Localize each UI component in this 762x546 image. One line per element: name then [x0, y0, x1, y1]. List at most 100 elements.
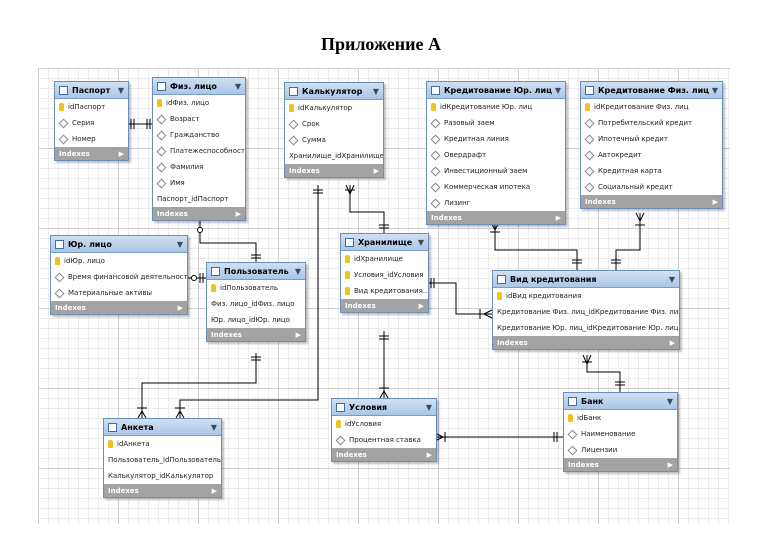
table-header[interactable]: Условия▼: [332, 399, 436, 416]
field-row[interactable]: Ипотечный кредит: [581, 131, 722, 147]
expand-arrow-icon[interactable]: ▶: [418, 301, 424, 310]
table-header[interactable]: Калькулятор▼: [285, 83, 383, 100]
field-row[interactable]: Фамилия: [153, 159, 245, 175]
field-row[interactable]: Наименование: [564, 426, 677, 442]
dropdown-arrow-icon[interactable]: ▼: [711, 85, 718, 95]
dropdown-arrow-icon[interactable]: ▼: [417, 237, 424, 247]
expand-arrow-icon[interactable]: ▶: [295, 330, 301, 339]
expand-arrow-icon[interactable]: ▶: [555, 213, 561, 222]
table-header[interactable]: Пользователь▼: [207, 263, 305, 280]
indexes-bar[interactable]: Indexes▶: [427, 211, 565, 224]
field-row[interactable]: Лицензии: [564, 442, 677, 458]
field-row[interactable]: Инвестиционный заем: [427, 163, 565, 179]
table-header[interactable]: Банк▼: [564, 393, 677, 410]
field-row[interactable]: Паспорт_idПаспорт: [157, 195, 229, 203]
table-credit-phys[interactable]: Кредитование Физ. лиц▼ idКредитование Фи…: [580, 81, 723, 209]
field-row[interactable]: idПаспорт: [55, 99, 128, 115]
field-row[interactable]: Потребительский кредит: [581, 115, 722, 131]
table-header[interactable]: Паспорт▼: [55, 82, 128, 99]
indexes-bar[interactable]: Indexes▶: [341, 299, 428, 312]
expand-arrow-icon[interactable]: ▶: [426, 450, 432, 459]
table-header[interactable]: Хранилище▼: [341, 234, 428, 251]
field-row[interactable]: Возраст: [153, 111, 245, 127]
field-row[interactable]: Вид кредитования...: [341, 283, 428, 299]
field-row[interactable]: idБанк: [564, 410, 677, 426]
field-row[interactable]: idКалькулятор: [285, 100, 383, 116]
field-row[interactable]: Номер: [55, 131, 128, 147]
indexes-bar[interactable]: Indexes▶: [153, 207, 245, 220]
field-row[interactable]: idКредитование Юр. лиц: [427, 99, 565, 115]
dropdown-arrow-icon[interactable]: ▼: [666, 396, 673, 406]
field-row[interactable]: Материальные активы: [51, 285, 187, 301]
dropdown-arrow-icon[interactable]: ▼: [234, 81, 241, 91]
field-row[interactable]: Юр. лицо_idЮр. лицо: [211, 316, 290, 324]
table-header[interactable]: Вид кредитования▼: [493, 271, 679, 288]
expand-arrow-icon[interactable]: ▶: [712, 197, 718, 206]
table-passport[interactable]: Паспорт▼ idПаспорт Серия Номер Indexes▶: [54, 81, 129, 161]
field-row[interactable]: Хранилище_idХранилище: [289, 152, 383, 160]
field-row[interactable]: Кредитование Физ. лиц_idКредитование Физ…: [497, 308, 679, 316]
indexes-bar[interactable]: Indexes▶: [332, 448, 436, 461]
field-row[interactable]: Кредитование Юр. лиц_idКредитование Юр. …: [497, 324, 679, 332]
field-row[interactable]: Овердрафт: [427, 147, 565, 163]
field-row[interactable]: Условия_idУсловия: [341, 267, 428, 283]
table-bank[interactable]: Банк▼ idБанк Наименование Лицензии Index…: [563, 392, 678, 472]
table-credit-jur[interactable]: Кредитование Юр. лиц▼ idКредитование Юр.…: [426, 81, 566, 225]
field-row[interactable]: Срок: [285, 116, 383, 132]
expand-arrow-icon[interactable]: ▶: [235, 209, 241, 218]
field-row[interactable]: Социальный кредит: [581, 179, 722, 195]
field-row[interactable]: idВид кредитования: [493, 288, 679, 304]
table-header[interactable]: Физ. лицо▼: [153, 78, 245, 95]
indexes-bar[interactable]: Indexes▶: [564, 458, 677, 471]
field-row[interactable]: Процентная ставка: [332, 432, 436, 448]
dropdown-arrow-icon[interactable]: ▼: [210, 422, 217, 432]
table-jur[interactable]: Юр. лицо▼ idЮр. лицо Время финансовой де…: [50, 235, 188, 315]
field-row[interactable]: idПользователь: [207, 280, 305, 296]
indexes-bar[interactable]: Indexes▶: [104, 484, 221, 497]
dropdown-arrow-icon[interactable]: ▼: [117, 85, 124, 95]
table-storage[interactable]: Хранилище▼ idХранилище Условия_idУсловия…: [340, 233, 429, 313]
dropdown-arrow-icon[interactable]: ▼: [554, 85, 561, 95]
field-row[interactable]: idХранилище: [341, 251, 428, 267]
field-row[interactable]: idАнкета: [104, 436, 221, 452]
table-header[interactable]: Кредитование Юр. лиц▼: [427, 82, 565, 99]
table-user[interactable]: Пользователь▼ idПользователь Физ. лицо_i…: [206, 262, 306, 342]
table-header[interactable]: Кредитование Физ. лиц▼: [581, 82, 722, 99]
indexes-bar[interactable]: Indexes▶: [581, 195, 722, 208]
expand-arrow-icon[interactable]: ▶: [211, 486, 217, 495]
indexes-bar[interactable]: Indexes▶: [55, 147, 128, 160]
indexes-bar[interactable]: Indexes▶: [51, 301, 187, 314]
field-row[interactable]: Автокредит: [581, 147, 722, 163]
dropdown-arrow-icon[interactable]: ▼: [372, 86, 379, 96]
table-conditions[interactable]: Условия▼ idУсловия Процентная ставка Ind…: [331, 398, 437, 462]
expand-arrow-icon[interactable]: ▶: [373, 166, 379, 175]
field-row[interactable]: Серия: [55, 115, 128, 131]
dropdown-arrow-icon[interactable]: ▼: [425, 402, 432, 412]
expand-arrow-icon[interactable]: ▶: [667, 460, 673, 469]
dropdown-arrow-icon[interactable]: ▼: [176, 239, 183, 249]
field-row[interactable]: Физ. лицо_idФиз. лицо: [211, 300, 295, 308]
field-row[interactable]: idФиз. лицо: [153, 95, 245, 111]
field-row[interactable]: Пользователь_idПользователь: [108, 456, 221, 464]
field-row[interactable]: Коммерческая ипотека: [427, 179, 565, 195]
field-row[interactable]: idКредитование Физ. лиц: [581, 99, 722, 115]
field-row[interactable]: Гражданство: [153, 127, 245, 143]
indexes-bar[interactable]: Indexes▶: [285, 164, 383, 177]
field-row[interactable]: Платежеспособность: [153, 143, 245, 159]
field-row[interactable]: Время финансовой деятельности: [51, 269, 187, 285]
dropdown-arrow-icon[interactable]: ▼: [668, 274, 675, 284]
field-row[interactable]: Сумма: [285, 132, 383, 148]
field-row[interactable]: idЮр. лицо: [51, 253, 187, 269]
expand-arrow-icon[interactable]: ▶: [177, 303, 183, 312]
field-row[interactable]: Лизинг: [427, 195, 565, 211]
field-row[interactable]: Имя: [153, 175, 245, 191]
expand-arrow-icon[interactable]: ▶: [669, 338, 675, 347]
table-credit-type[interactable]: Вид кредитования▼ idВид кредитования Кре…: [492, 270, 680, 350]
expand-arrow-icon[interactable]: ▶: [118, 149, 124, 158]
field-row[interactable]: Кредитная линия: [427, 131, 565, 147]
table-anketa[interactable]: Анкета▼ idАнкета Пользователь_idПользова…: [103, 418, 222, 498]
dropdown-arrow-icon[interactable]: ▼: [294, 266, 301, 276]
table-header[interactable]: Юр. лицо▼: [51, 236, 187, 253]
field-row[interactable]: Разовый заем: [427, 115, 565, 131]
field-row[interactable]: Калькулятор_idКалькулятор: [108, 472, 214, 480]
